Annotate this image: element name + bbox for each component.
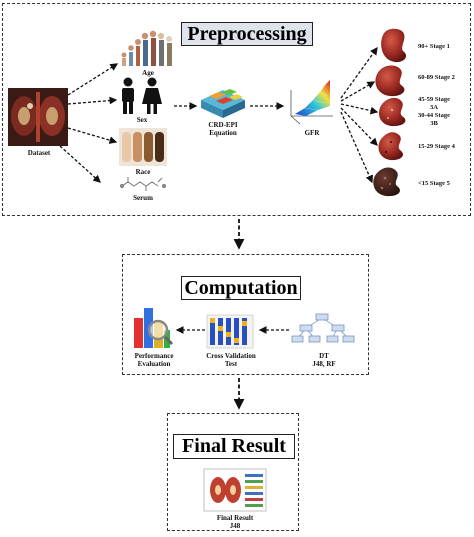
preprocessing-title: Preprocessing xyxy=(181,22,313,46)
kidney-stage-5-icon xyxy=(373,167,400,197)
stage-2-label: 60-89 Stage 2 xyxy=(418,74,455,81)
equation-cube-icon xyxy=(201,89,245,118)
preprocessing-arrows xyxy=(59,46,379,184)
stage-4-label: 15-29 Stage 4 xyxy=(418,143,455,150)
performance-evaluation-icon xyxy=(134,308,174,348)
equation-label: CRD-EPI Equation xyxy=(208,121,238,137)
kidney-stage-4-icon xyxy=(378,132,404,161)
race-label: Race xyxy=(135,168,151,176)
race-hands-icon xyxy=(119,128,167,166)
age-people-icon xyxy=(121,30,172,66)
kidney-stage-2-icon xyxy=(375,65,405,97)
serum-molecule-icon xyxy=(120,177,166,191)
final-result-image xyxy=(203,468,267,512)
stage-3b-label: 30-44 Stage 3B xyxy=(418,112,450,127)
preprocessing-section xyxy=(2,3,471,216)
gfr-chart-icon xyxy=(290,80,333,125)
computation-section xyxy=(122,254,369,375)
decision-tree-icon xyxy=(291,313,355,343)
stage-3a-label: 45-59 Stage 3A xyxy=(418,96,450,111)
gfr-label: GFR xyxy=(304,129,320,137)
cross-validation-icon xyxy=(206,314,254,349)
stage-1-label: 90+ Stage 1 xyxy=(418,43,450,50)
performance-evaluation-label: Performance Evaluation xyxy=(134,352,174,368)
sex-icon xyxy=(122,77,162,114)
final-result-section xyxy=(167,413,299,531)
stage-5-label: <15 Stage 5 xyxy=(418,180,450,187)
age-label: Age xyxy=(142,69,154,77)
computation-title: Computation xyxy=(181,276,301,300)
decision-tree-label: DT J48, RF xyxy=(312,352,336,368)
kidney-stage-3-icon xyxy=(378,97,406,127)
kidney-stage-1-icon xyxy=(381,28,407,63)
serum-label: Serum xyxy=(133,194,153,202)
sex-label: Sex xyxy=(136,116,148,124)
final-result-title: Final Result xyxy=(173,434,295,459)
dataset-label: Dataset xyxy=(27,149,51,157)
cross-validation-label: Cross Validation Test xyxy=(206,352,256,368)
final-result-label: Final Result J48 xyxy=(216,514,254,530)
dataset-image xyxy=(8,88,68,146)
